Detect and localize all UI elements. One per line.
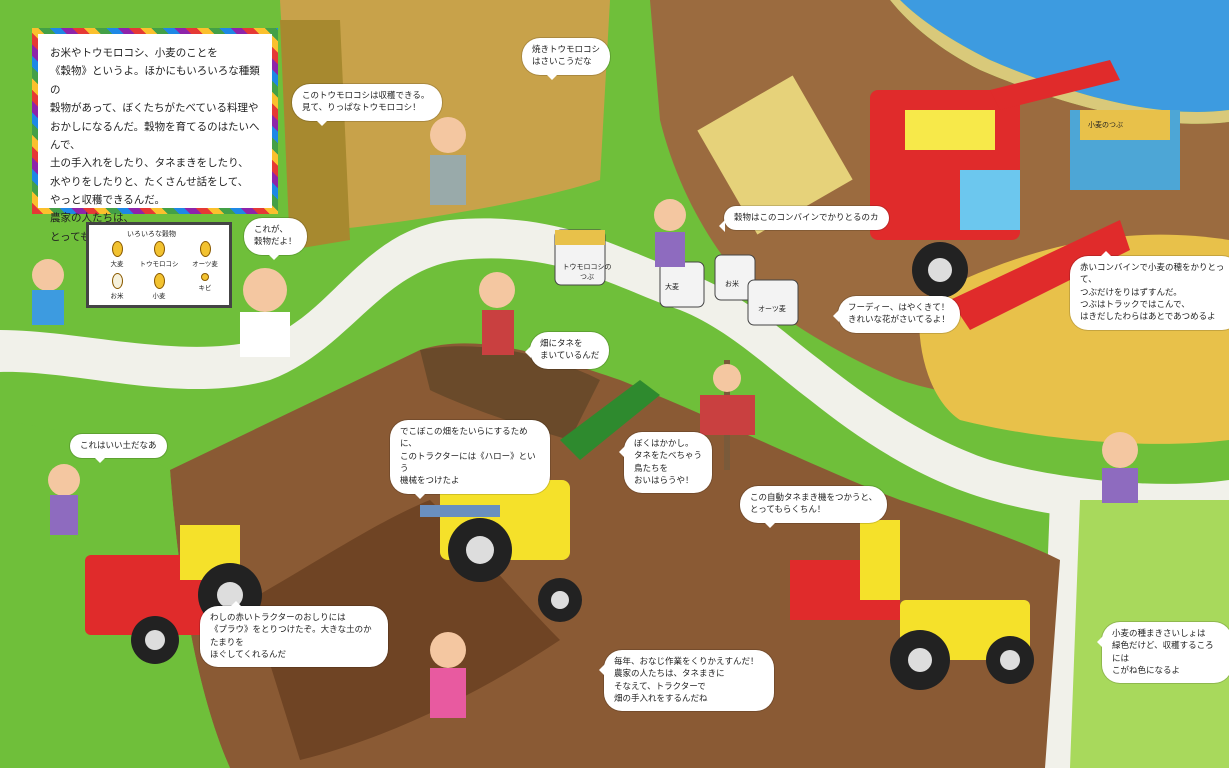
- grain-label: お米: [110, 292, 124, 300]
- water-area: [900, 0, 1229, 112]
- bubble-harrow: でこぼこの畑をたいらにするために、 このトラクターには《ハロー》という 機械をつ…: [390, 420, 550, 499]
- grain-buckets: [554, 229, 799, 326]
- bubble-fordy: フーディー、はやくきて！ きれいな花がさいてるよ！: [833, 296, 960, 333]
- label-oats: オーツ麦: [758, 305, 786, 313]
- label-corn-grain: トウモロコシのつぶ: [562, 263, 612, 281]
- grain-rice: お米: [97, 273, 137, 300]
- label-wheat-grain: 小麦のつぶ: [1088, 121, 1123, 129]
- bubble-wheat-harvest: 小麦の種まきさいしょは 緑色だけど、収穫するころには こがね色になるよ: [1097, 622, 1229, 684]
- water-shore: [890, 0, 1229, 124]
- bubble-chef-board: これが、 穀物だよ！: [244, 218, 307, 260]
- bubble-good-soil: これはいい土だなあ: [70, 434, 167, 464]
- grain-label: 小麦: [152, 292, 166, 300]
- bubble-roasted-corn: 焼きトウモロコシ はさいこうだな: [522, 38, 611, 80]
- wheat-icon: [153, 273, 165, 289]
- scarecrow: [700, 360, 755, 470]
- bubble-plough: わしの赤いトラクターのおしりには 《プラウ》をとりつけたぞ。大きな土のかたまりを…: [200, 600, 388, 668]
- bubble-corn-field: このトウモロコシは収穫できる。 見て、りっぱなトウモロコシ！: [292, 84, 442, 126]
- straw-row: [697, 75, 853, 235]
- oats-icon: [199, 241, 211, 257]
- bubble-seeder: この自動タネまき機をつかうと、 とってもらくちん！: [740, 486, 888, 528]
- grain-oats: オーツ麦: [185, 241, 225, 268]
- grain-wheat: 小麦: [139, 273, 179, 300]
- seed-plot: [420, 346, 600, 440]
- barley-icon: [111, 241, 123, 257]
- dirt-road: [0, 218, 1229, 524]
- grain-board: いろいろな穀物 大麦 トウモロコシ オーツ麦 お米 小麦 キビ: [86, 222, 232, 308]
- corn-stalks: [280, 20, 350, 250]
- seeder-tractor: [790, 520, 1034, 690]
- people: [32, 117, 1138, 718]
- board-title: いろいろな穀物: [127, 230, 176, 238]
- grain-millet: キビ: [185, 273, 225, 292]
- label-rice: お米: [725, 280, 739, 288]
- grain-label: オーツ麦: [192, 260, 218, 268]
- bubble-combine-grain: 穀物はこのコンバインでかりとるのカ: [719, 206, 889, 233]
- bubble-farmers: 毎年、おなじ作業をくりかえすんだ！ 農家の人たちは、タネまきに そなえて、トラク…: [599, 650, 774, 712]
- combine-harvester: [870, 60, 1180, 330]
- grain-barley: 大麦: [97, 241, 137, 268]
- intro-text: お米やトウモロコシ、小麦のことを 《穀物》というよ。ほかにもいろいろな種類の 穀…: [50, 47, 260, 243]
- grain-corn: トウモロコシ: [139, 241, 179, 268]
- grain-label: トウモロコシ: [139, 260, 179, 268]
- hedge-row: [560, 380, 660, 460]
- yellow-tractor-harrow: [420, 480, 582, 622]
- grain-label: キビ: [198, 284, 212, 292]
- bubble-seeds: 畑にタネを まいているんだ: [524, 332, 610, 369]
- bubble-combine-desc: 赤いコンバインで小麦の穂をかりとって、 つぶだけをりはずすんだ。 つぶはトラック…: [1070, 251, 1229, 330]
- red-tractor: [85, 525, 262, 664]
- label-barley: 大麦: [665, 283, 679, 291]
- millet-icon: [201, 273, 209, 281]
- rice-icon: [111, 273, 123, 289]
- corn-icon: [153, 241, 165, 257]
- grain-label: 大麦: [110, 260, 124, 268]
- intro-panel: お米やトウモロコシ、小麦のことを 《穀物》というよ。ほかにもいろいろな種類の 穀…: [32, 28, 278, 243]
- bubble-scarecrow: ぼくはかかし。 タネをたべちゃう 鳥たちを おいはらうや！: [618, 432, 713, 494]
